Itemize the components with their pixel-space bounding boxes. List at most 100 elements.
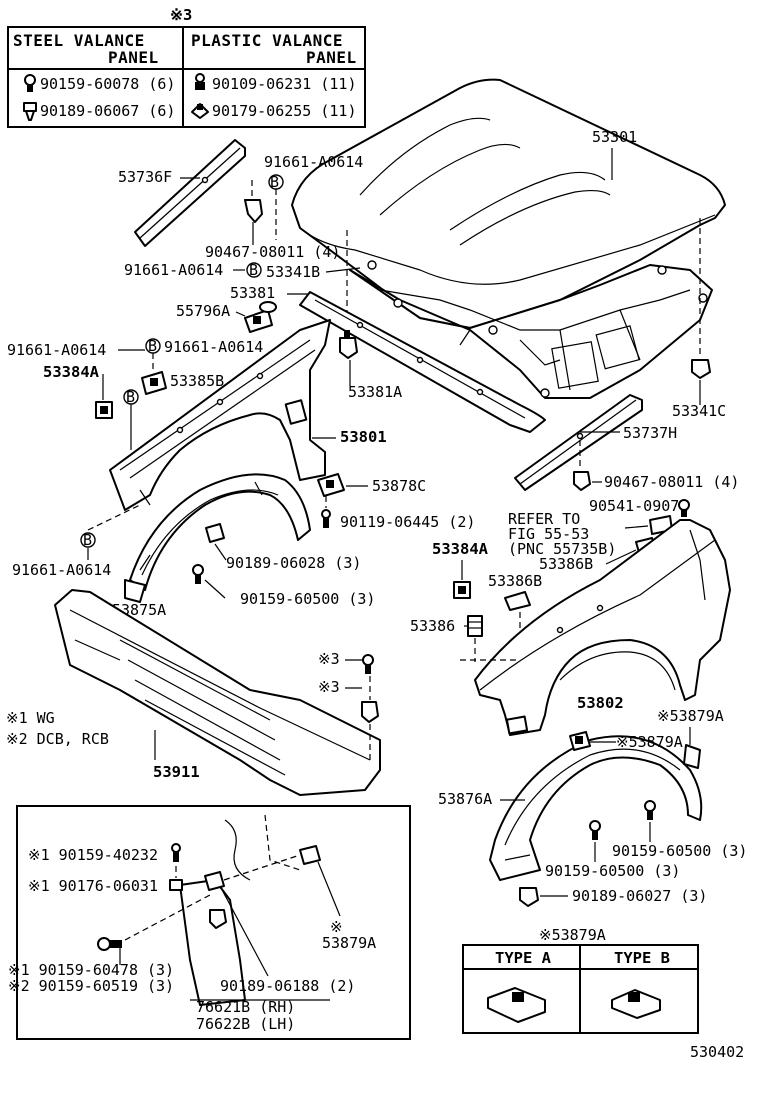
label-53386B-2: 53386B xyxy=(488,572,542,590)
nut-clip-53384A xyxy=(453,581,471,599)
svg-text:B: B xyxy=(126,388,135,406)
label-90467-bottom: 90467-08011 (4) xyxy=(604,473,739,491)
svg-text:B: B xyxy=(83,531,92,549)
clip-icon xyxy=(23,102,37,121)
legend-steel-row-1: 90159-60078 (6) xyxy=(40,75,175,93)
label-90467-top: 90467-08011 (4) xyxy=(205,243,340,261)
grommet-icon xyxy=(259,301,277,313)
nut-clip-icon xyxy=(191,103,209,119)
label-star3-b: ※3 xyxy=(318,678,340,696)
nut-clip-53384A xyxy=(95,401,113,419)
svg-text:B: B xyxy=(270,173,279,191)
label-53386B-1: 53386B xyxy=(539,555,593,573)
label-91661-mid: 91661-A0614 xyxy=(124,261,223,279)
clip-icon xyxy=(204,871,225,891)
label-53341C: 53341C xyxy=(672,402,726,420)
front-fender-53802 xyxy=(474,519,731,736)
bolt-icon xyxy=(171,843,181,862)
svg-text:B: B xyxy=(148,337,157,355)
inset-label-8: 76622B (LH) xyxy=(196,1015,295,1033)
hood-lock-support-53381 xyxy=(299,291,546,433)
legend-table: ※3 STEEL VALANCE PANEL PLASTIC VALANCE P… xyxy=(7,6,366,128)
clip-53385B xyxy=(141,371,167,395)
label-53802: 53802 xyxy=(577,694,624,712)
legend-plastic-row-2: 90179-06255 (11) xyxy=(212,102,357,120)
clip-icon xyxy=(209,909,227,929)
label-53876A: 53876A xyxy=(438,790,492,808)
label-90159-60500-a: 90159-60500 (3) xyxy=(240,590,375,608)
label-53385B: 53385B xyxy=(170,372,224,390)
label-91661-right: 91661-A0614 xyxy=(164,338,263,356)
label-55796A: 55796A xyxy=(176,302,230,320)
retainer-55796A xyxy=(244,309,273,333)
label-53384A-right: 53384A xyxy=(432,540,489,558)
nut-icon xyxy=(169,879,183,891)
label-90119: 90119-06445 (2) xyxy=(340,513,475,531)
note-1: ※1 WG xyxy=(6,709,55,727)
mudflap-inset xyxy=(16,805,411,1040)
inset-label-5: ※2 90159-60519 (3) xyxy=(8,977,174,995)
label-53301: 53301 xyxy=(592,128,637,146)
clip-53381A xyxy=(339,330,358,359)
note-2: ※2 DCB, RCB xyxy=(6,730,109,748)
label-90189-06027: 90189-06027 (3) xyxy=(572,887,707,905)
label-91661-low: 91661-A0614 xyxy=(12,561,111,579)
legend-steel-row-2: 90189-06067 (6) xyxy=(40,102,175,120)
label-star3-a: ※3 xyxy=(318,650,340,668)
legend-steel-header: STEEL VALANCE xyxy=(13,31,145,50)
bolt-icon xyxy=(195,73,205,90)
bolt-icon xyxy=(321,509,331,528)
label-90159-60500-b: 90159-60500 (3) xyxy=(612,842,747,860)
type-table-title: ※53879A xyxy=(539,926,606,944)
legend-steel-header-2: PANEL xyxy=(108,48,159,67)
label-53384A-left: 53384A xyxy=(43,363,100,381)
screw-icon xyxy=(589,820,601,840)
bracket-53878C xyxy=(317,473,345,497)
clip-53879A xyxy=(569,731,591,751)
figure-code: 530402 xyxy=(690,1043,744,1061)
inset-label-4: ※1 90159-60478 (3) xyxy=(8,961,174,979)
inset-label-2: ※1 90176-06031 xyxy=(28,877,158,895)
clip-icon xyxy=(244,199,263,223)
type-table: ※53879A TYPE A TYPE B xyxy=(462,926,699,1034)
hood-panel xyxy=(291,78,726,399)
clip-icon xyxy=(361,701,379,723)
front-valance-53911 xyxy=(54,589,381,796)
type-b-header: TYPE B xyxy=(614,949,670,967)
screw-icon xyxy=(192,564,204,584)
fender-liner-53875A xyxy=(124,473,311,603)
label-53381A: 53381A xyxy=(348,383,402,401)
clip-icon xyxy=(205,523,225,543)
clip-53341C xyxy=(691,359,711,379)
inset-label-3-star: ※ xyxy=(330,918,343,936)
bolt-icon xyxy=(24,74,36,92)
label-53878C: 53878C xyxy=(372,477,426,495)
refer-line-3: (PNC 55735B) xyxy=(508,540,616,558)
label-53381: 53381 xyxy=(230,284,275,302)
label-91661-top: 91661-A0614 xyxy=(264,153,363,171)
svg-text:B: B xyxy=(249,261,258,279)
seal-53737H xyxy=(514,394,643,491)
legend-plastic-header: PLASTIC VALANCE xyxy=(191,31,343,50)
label-53737H: 53737H xyxy=(623,424,677,442)
screw-icon xyxy=(97,937,122,951)
label-91661-left: 91661-A0614 xyxy=(7,341,106,359)
label-53341B: 53341B xyxy=(266,263,320,281)
inset-label-6: 90189-06188 (2) xyxy=(220,977,355,995)
grommet-53386 xyxy=(467,615,483,637)
clip-icon xyxy=(519,887,539,907)
refer-line-1: REFER TO xyxy=(508,510,580,528)
label-53736F: 53736F xyxy=(118,168,172,186)
label-53911: 53911 xyxy=(153,763,200,781)
label-53879A-b: ※53879A xyxy=(616,733,683,751)
type-a-header: TYPE A xyxy=(495,949,552,967)
legend-plastic-row-1: 90109-06231 (11) xyxy=(212,75,357,93)
legend-plastic-header-2: PANEL xyxy=(306,48,357,67)
refer-line-2: FIG 55-53 xyxy=(508,525,589,543)
inset-label-7: 76621B (RH) xyxy=(196,998,295,1016)
bolt-icon xyxy=(362,654,374,674)
bolt-icon xyxy=(678,499,690,517)
clip-type-b-icon xyxy=(611,989,661,1019)
label-90189-06028: 90189-06028 (3) xyxy=(226,554,361,572)
